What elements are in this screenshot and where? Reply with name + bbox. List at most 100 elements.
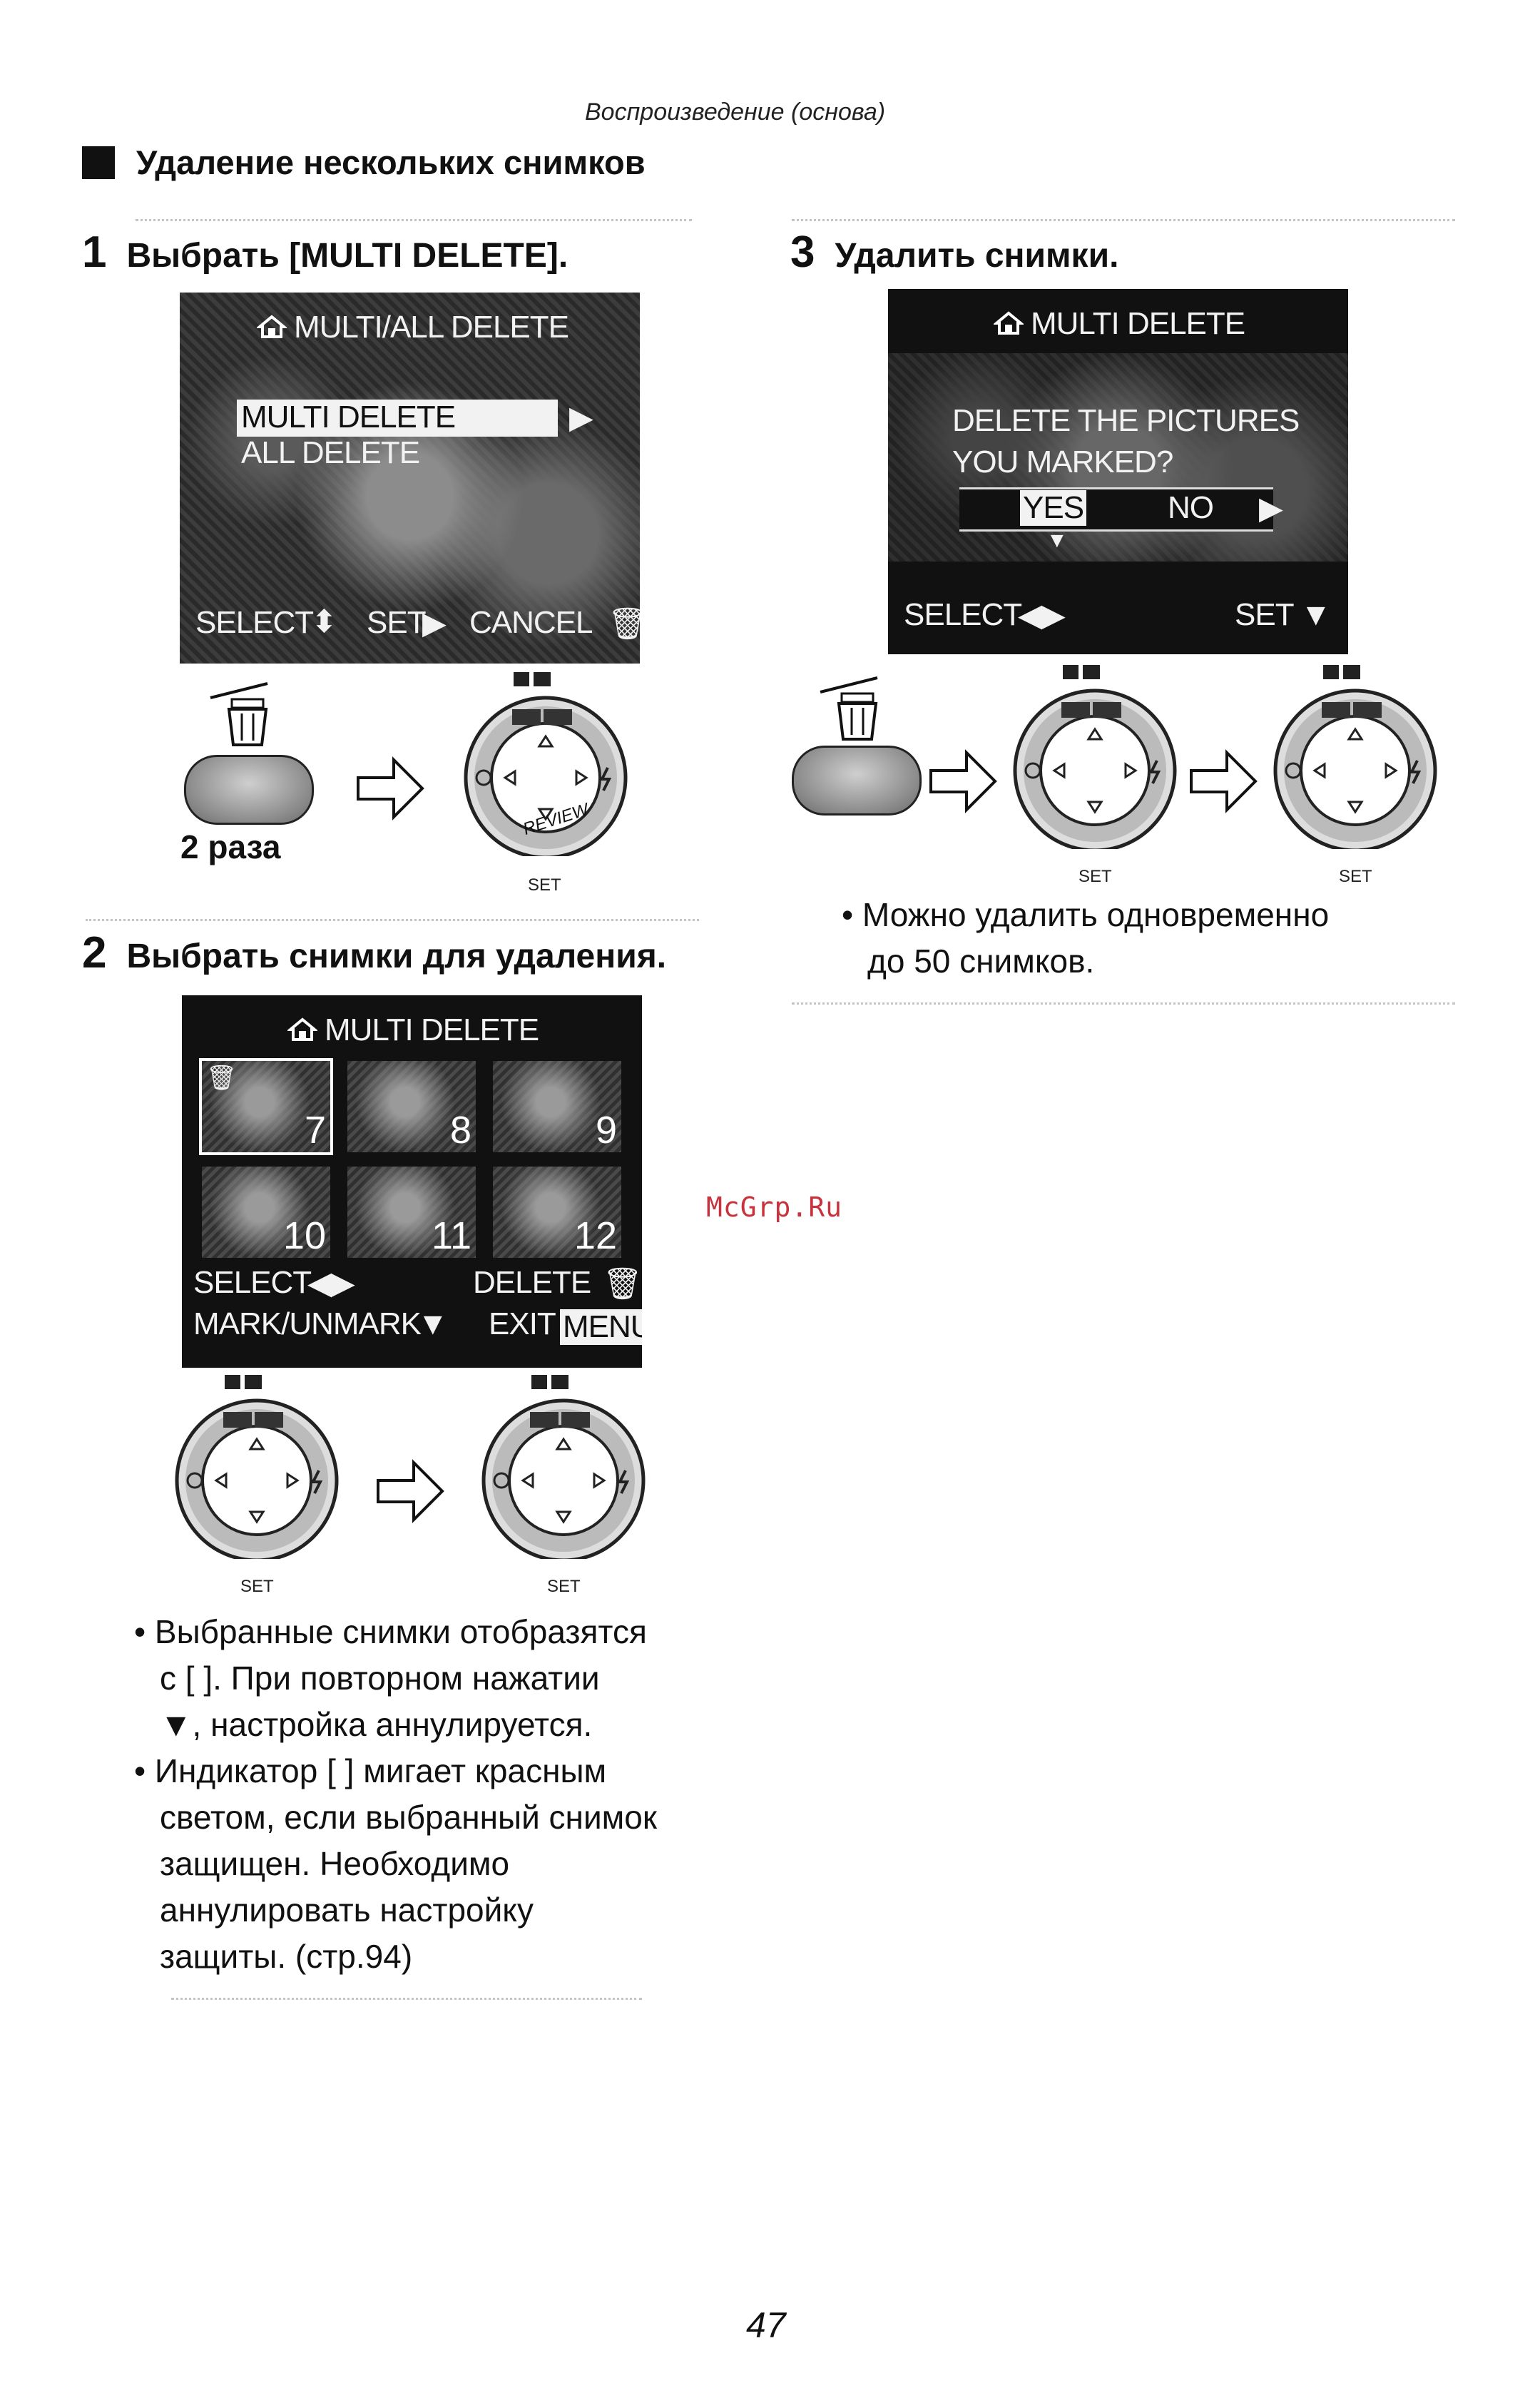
step-1-title: Выбрать [MULTI DELETE]. xyxy=(126,237,568,275)
thumbnail-12[interactable]: 12 xyxy=(493,1167,621,1258)
screen-label-select: SELECT xyxy=(193,1265,312,1300)
cursor-dial[interactable]: REVIEW xyxy=(457,671,635,860)
cursor-dial-2[interactable] xyxy=(474,1373,653,1563)
delete-button[interactable] xyxy=(184,755,314,825)
screen-label-select: SELECT xyxy=(195,605,314,640)
bullet-line: Индикатор [ ] мигает красным xyxy=(154,1752,607,1789)
arrow-down-small-icon: ▼ xyxy=(1046,529,1068,552)
menu-option-multi-delete[interactable]: MULTI DELETE xyxy=(241,400,456,435)
screen-label-markunmark: MARK/UNMARK xyxy=(193,1306,422,1341)
updown-arrow-icon: ⬍ xyxy=(311,604,337,639)
menu-option-all-delete[interactable]: ALL DELETE xyxy=(241,435,420,470)
menu-badge: MENU xyxy=(560,1309,642,1345)
screen-title: MULTI DELETE xyxy=(325,1012,539,1047)
screen-photo-background xyxy=(180,293,640,664)
no-option[interactable]: NO xyxy=(1168,490,1214,525)
trash-can-icon xyxy=(820,676,878,741)
thumbnail-11[interactable]: 11 xyxy=(347,1167,476,1258)
arrow-right-outline-icon xyxy=(929,749,997,813)
thumbnail-number: 10 xyxy=(282,1214,326,1257)
screen-title: MULTI DELETE xyxy=(1031,306,1245,341)
screen-label-exit: EXIT xyxy=(489,1306,556,1341)
divider-dots xyxy=(792,219,1455,221)
thumbnail-number: 7 xyxy=(304,1109,326,1152)
section-title: Удаление нескольких снимков xyxy=(82,143,646,182)
bullet-line: до 50 снимков. xyxy=(867,943,1095,980)
screen-label-cancel: CANCEL xyxy=(469,605,593,640)
leftright-arrow-icon: ◀▶ xyxy=(1018,598,1066,633)
bullet-protect-indicator: • Индикатор [ ] мигает красным светом, е… xyxy=(134,1748,657,1980)
section-title-text: Удаление нескольких снимков xyxy=(136,143,646,181)
screen-label-set: SET xyxy=(1235,597,1295,632)
divider-dots xyxy=(171,1998,642,2000)
screen-title: MULTI/ALL DELETE xyxy=(294,310,569,345)
cursor-dial-1[interactable] xyxy=(1006,664,1184,853)
delete-playback-icon xyxy=(257,315,287,338)
press-twice-label: 2 раза xyxy=(180,828,281,865)
bullet-marked-images: • Выбранные снимки отобразятся с [ ]. Пр… xyxy=(134,1609,647,1748)
confirm-question-line-2: YOU MARKED? xyxy=(952,444,1173,479)
dial-set-label: SET xyxy=(528,875,561,895)
arrow-right-icon: ▶ xyxy=(569,400,593,435)
screen-label-select: SELECT xyxy=(904,597,1022,632)
bullet-line: защищен. Необходимо xyxy=(160,1845,510,1882)
yes-option[interactable]: YES xyxy=(1020,490,1087,526)
trash-icon: 🗑 xyxy=(608,606,640,641)
thumbnail-9[interactable]: 9 xyxy=(493,1061,621,1152)
arrow-right-outline-icon xyxy=(377,1459,444,1523)
bullet-line: Можно удалить одновременно xyxy=(862,896,1330,933)
screen-label-set: SET xyxy=(367,605,427,640)
thumbnail-10[interactable]: 10 xyxy=(202,1167,330,1258)
divider-dots xyxy=(136,219,692,221)
step-2-number: 2 xyxy=(82,928,107,977)
bullet-line: аннулировать настройку xyxy=(160,1891,534,1929)
bullet-max-images: • Можно удалить одновременно до 50 снимк… xyxy=(842,892,1329,985)
bullet-line: защиты. (стр.94) xyxy=(160,1938,413,1975)
arrow-right-outline-icon xyxy=(357,756,424,821)
delete-button[interactable] xyxy=(792,746,922,816)
step-1-number: 1 xyxy=(82,228,107,277)
arrow-down-icon: ▼ xyxy=(1300,597,1332,632)
lcd-multi-delete-thumbnails: MULTI DELETE 7 🗑 8 9 10 11 12 SELECT ◀▶ … xyxy=(182,995,642,1368)
arrow-right-outline-icon xyxy=(1190,749,1258,813)
bullet-line: светом, если выбранный снимок xyxy=(160,1799,657,1836)
dial-set-label: SET xyxy=(240,1577,274,1596)
yes-no-bar xyxy=(959,487,1273,532)
trash-marker-icon: 🗑 xyxy=(206,1065,238,1092)
leftright-arrow-icon: ◀▶ xyxy=(307,1266,355,1301)
delete-playback-icon xyxy=(994,311,1024,335)
chapter-subtitle: Воспроизведение (основа) xyxy=(585,98,886,126)
cursor-dial-2[interactable] xyxy=(1266,664,1444,853)
trash-icon: 🗑 xyxy=(603,1266,642,1301)
bullet-line: Выбранные снимки отобразятся xyxy=(154,1613,647,1650)
menu-selection-bar xyxy=(237,400,558,437)
divider-dots xyxy=(86,919,699,921)
thumbnail-8[interactable]: 8 xyxy=(347,1061,476,1152)
section-square-icon xyxy=(82,146,115,179)
delete-playback-icon xyxy=(287,1017,317,1041)
thumbnail-number: 9 xyxy=(595,1109,617,1152)
confirm-question-line-1: DELETE THE PICTURES xyxy=(952,403,1300,438)
arrow-right-icon: ▶ xyxy=(1259,491,1283,526)
step-2-heading: 2 Выбрать снимки для удаления. xyxy=(82,928,666,978)
trash-can-icon xyxy=(210,682,268,746)
dial-set-label: SET xyxy=(547,1577,581,1596)
thumbnail-number: 11 xyxy=(431,1214,471,1257)
dial-set-label: SET xyxy=(1339,867,1372,886)
thumbnail-7[interactable]: 7 xyxy=(199,1058,333,1155)
bullet-line: с [ ]. При повторном нажатии xyxy=(160,1660,600,1697)
bullet-line: ▼, настройка аннулируется. xyxy=(160,1706,593,1743)
arrow-down-icon: ▼ xyxy=(417,1306,449,1341)
step-3-heading: 3 Удалить снимки. xyxy=(790,227,1118,278)
thumbnail-number: 12 xyxy=(573,1214,617,1257)
step-3-number: 3 xyxy=(790,228,815,277)
dial-set-label: SET xyxy=(1078,867,1112,886)
step-1-heading: 1 Выбрать [MULTI DELETE]. xyxy=(82,227,568,278)
cursor-dial-1[interactable] xyxy=(168,1373,346,1563)
arrow-right-icon: ▶ xyxy=(422,606,447,641)
screen-label-delete: DELETE xyxy=(473,1265,591,1300)
page-number: 47 xyxy=(746,2305,786,2345)
lcd-multi-all-delete: MULTI/ALL DELETE MULTI DELETE ▶ ALL DELE… xyxy=(180,293,640,664)
lcd-delete-confirm: MULTI DELETE DELETE THE PICTURES YOU MAR… xyxy=(888,289,1348,654)
thumbnail-number: 8 xyxy=(449,1109,471,1152)
